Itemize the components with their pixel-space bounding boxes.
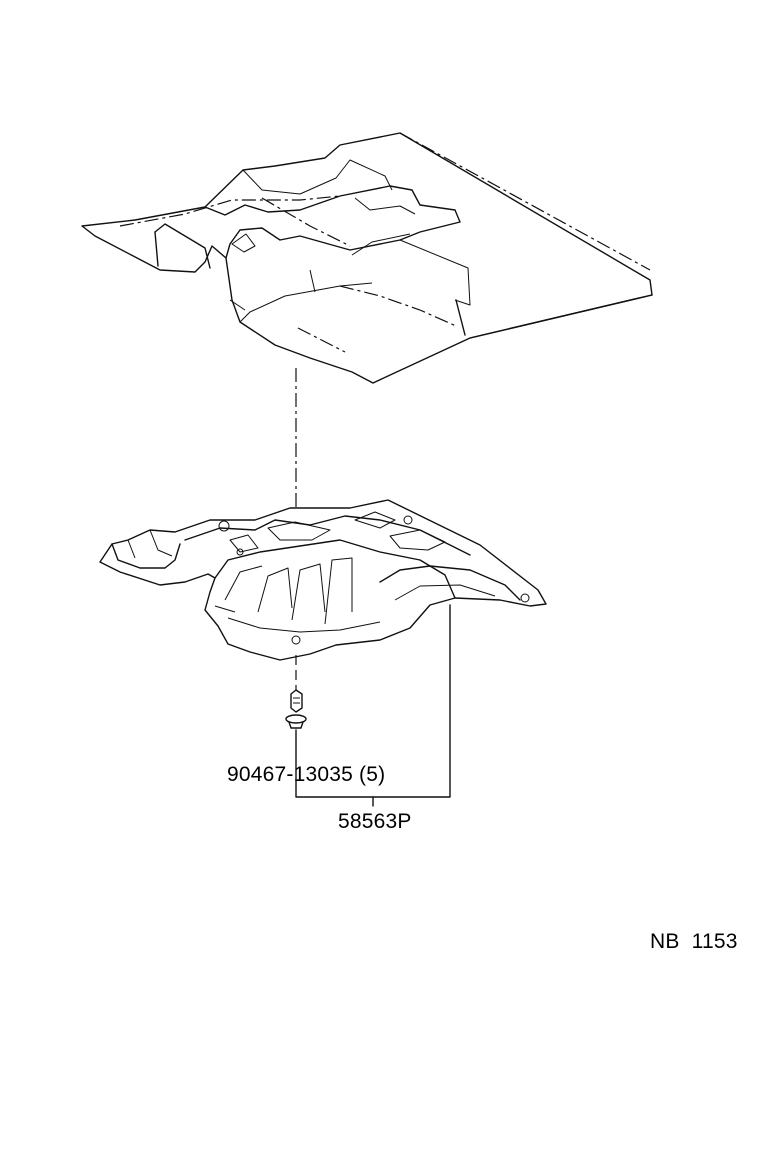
assembly-part-number: 58563P — [338, 810, 412, 833]
callout-bracket — [295, 604, 451, 807]
clip-illustration — [285, 689, 307, 729]
diagram-code: NB 1153 — [650, 930, 738, 953]
clip-part-number: 90467-13035 (5) — [227, 763, 386, 786]
floor-panel-illustration — [81, 132, 653, 384]
under-cover-illustration — [99, 499, 547, 661]
